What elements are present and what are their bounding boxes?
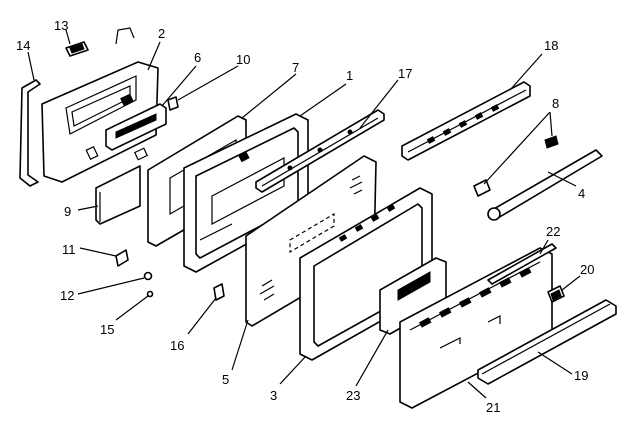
callout-15: 15 bbox=[100, 322, 114, 337]
callout-21: 21 bbox=[486, 400, 500, 415]
part-6-window-frame bbox=[105, 103, 167, 161]
part-4-rod bbox=[487, 149, 603, 221]
callout-23: 23 bbox=[346, 388, 360, 403]
part-8-blocks bbox=[473, 135, 559, 197]
part-12-screw bbox=[143, 271, 153, 281]
callout-17: 17 bbox=[398, 66, 412, 81]
callout-8: 8 bbox=[552, 96, 559, 111]
part-9-bracket bbox=[95, 165, 141, 225]
part-19-bottom-trim bbox=[477, 299, 617, 385]
callout-6: 6 bbox=[194, 50, 201, 65]
callout-13: 13 bbox=[54, 18, 68, 33]
callout-5: 5 bbox=[222, 372, 229, 387]
part-bracket-top bbox=[115, 27, 135, 45]
callout-9: 9 bbox=[64, 204, 71, 219]
callout-1: 1 bbox=[346, 68, 353, 83]
part-11-clip bbox=[115, 249, 129, 267]
callout-20: 20 bbox=[580, 262, 594, 277]
part-13-clip bbox=[65, 41, 89, 57]
part-20-end-cap bbox=[547, 285, 565, 303]
part-1-door-liner bbox=[183, 113, 309, 273]
callout-22: 22 bbox=[546, 224, 560, 239]
callout-19: 19 bbox=[574, 368, 588, 383]
part-15-screw bbox=[146, 290, 154, 298]
callout-12: 12 bbox=[60, 288, 74, 303]
callout-11: 11 bbox=[62, 242, 76, 257]
part-14-handle bbox=[19, 79, 41, 187]
part-2-outer-panel bbox=[41, 61, 159, 183]
part-22-trim-strip bbox=[487, 243, 557, 285]
callout-3: 3 bbox=[270, 388, 277, 403]
part-10-tab bbox=[167, 96, 179, 111]
callout-labels: 13 14 2 6 10 7 1 17 18 8 4 9 11 12 15 16… bbox=[16, 18, 594, 415]
callout-7: 7 bbox=[292, 60, 299, 75]
callout-4: 4 bbox=[578, 186, 585, 201]
part-18-hinge-rail bbox=[401, 81, 531, 161]
part-17-hinge-strip bbox=[255, 109, 385, 193]
callout-14: 14 bbox=[16, 38, 30, 53]
leader-lines bbox=[27, 29, 581, 399]
callout-2: 2 bbox=[158, 26, 165, 41]
callout-10: 10 bbox=[236, 52, 250, 67]
callout-16: 16 bbox=[170, 338, 184, 353]
callout-18: 18 bbox=[544, 38, 558, 53]
part-16-block bbox=[213, 283, 225, 301]
